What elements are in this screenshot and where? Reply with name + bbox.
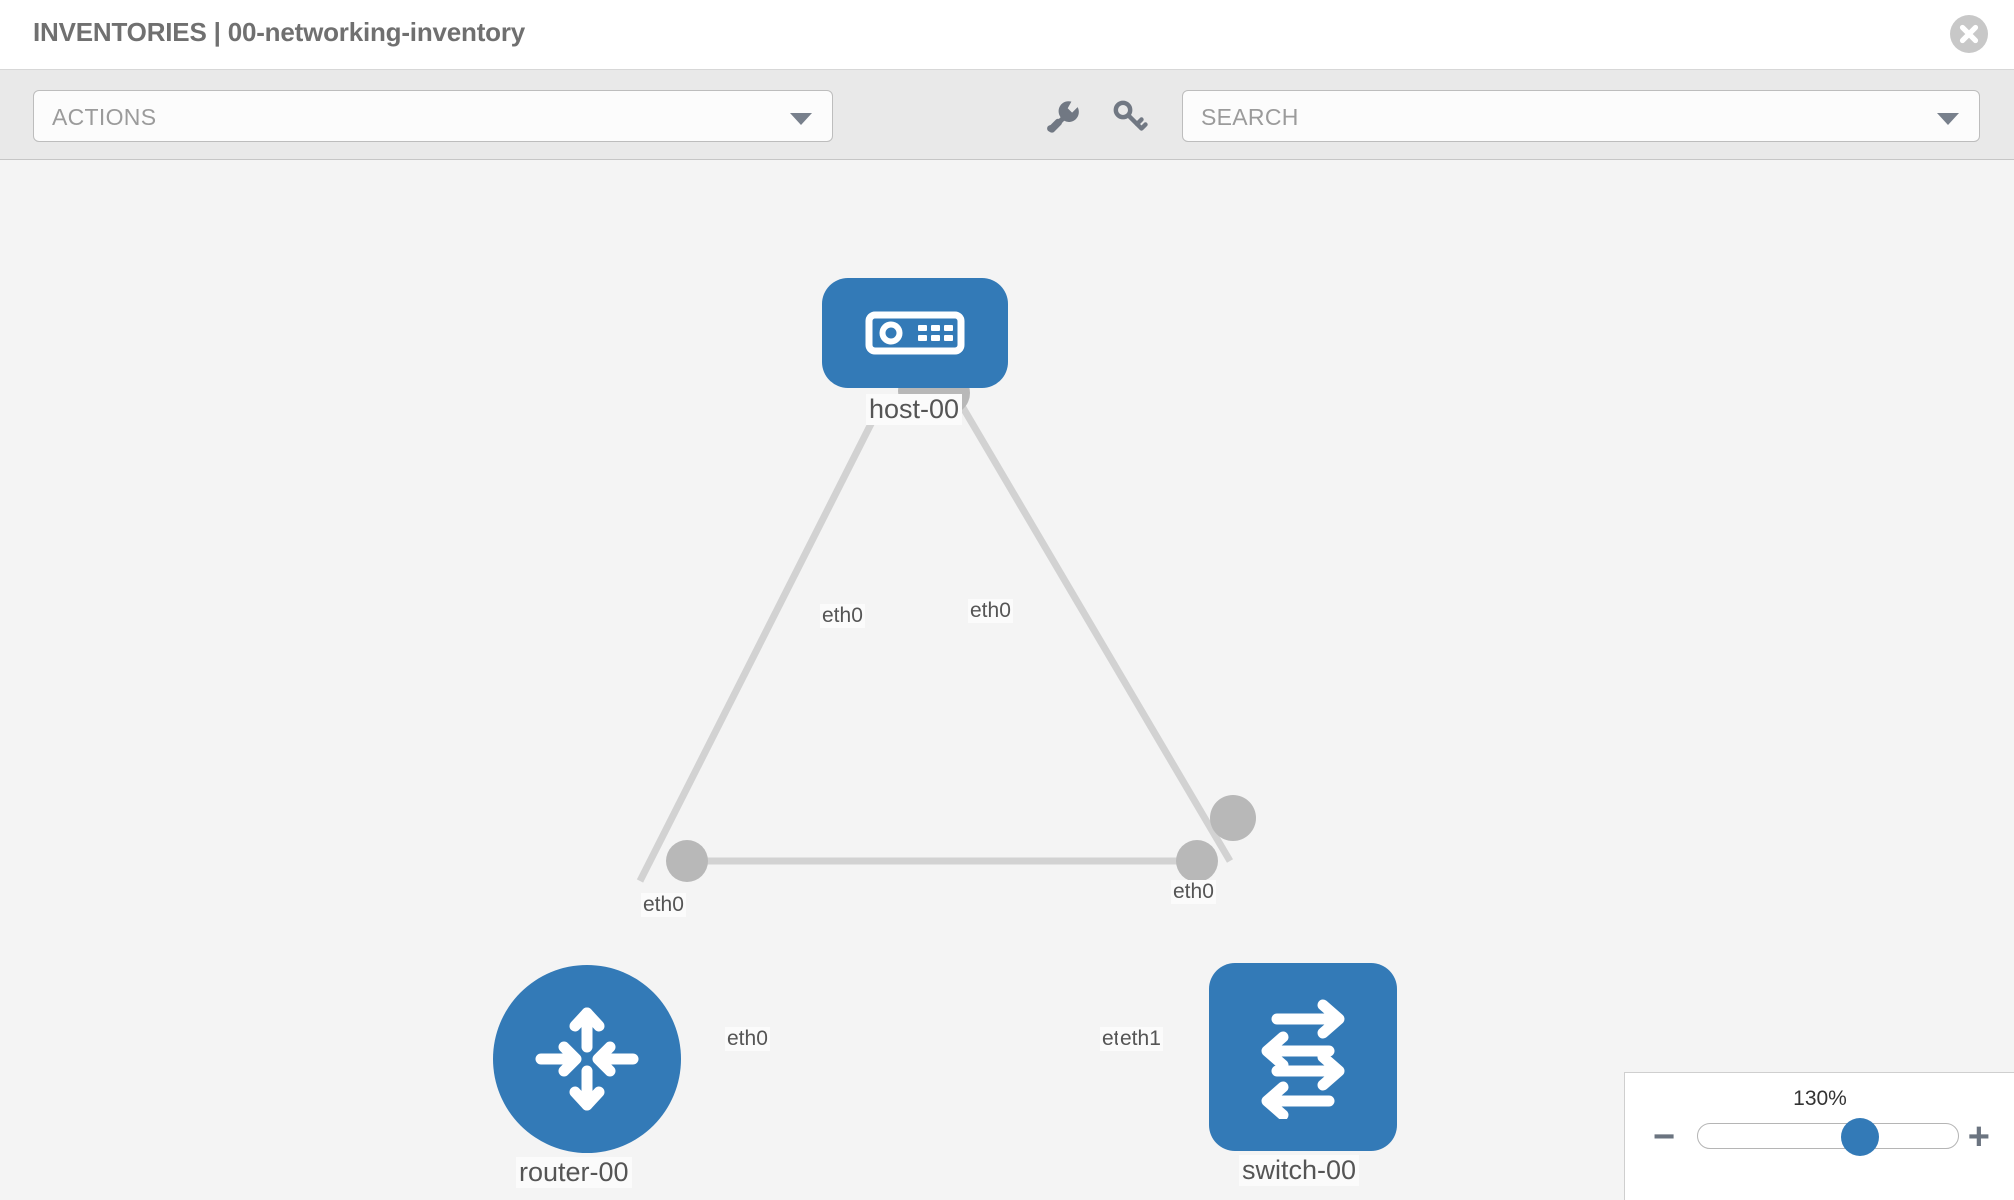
actions-dropdown-label: ACTIONS (52, 104, 157, 130)
edge-label-router-switch-router-side: eth0 (725, 1027, 770, 1051)
node-switch-00[interactable]: switch-00 (1209, 963, 1397, 1186)
zoom-out-button[interactable]: − (1653, 1116, 1676, 1158)
edge-label-router-switch-switch-side: eth1 (1118, 1027, 1163, 1051)
zoom-in-button[interactable]: + (1967, 1116, 1990, 1158)
edge-label-host-switch-host-side: eth0 (968, 599, 1013, 623)
node-router-00-label: router-00 (516, 1157, 632, 1188)
server-icon (865, 311, 965, 355)
zoom-slider-thumb[interactable] (1841, 1118, 1880, 1156)
close-button[interactable] (1950, 15, 1988, 53)
node-host-00-label: host-00 (866, 394, 963, 425)
settings-wrench-button[interactable] (1040, 94, 1084, 138)
wrench-icon (1047, 101, 1079, 133)
node-host-00-shape (822, 278, 1008, 388)
node-switch-00-label: switch-00 (1239, 1155, 1360, 1186)
chevron-down-icon (1937, 113, 1959, 125)
node-host-00[interactable]: host-00 (822, 278, 1008, 425)
topology-canvas[interactable]: host-00 router-00 (0, 161, 2014, 1200)
endpoint-router-east (666, 840, 708, 882)
node-router-00-shape (493, 965, 681, 1153)
edge-host-router (636, 404, 884, 883)
edge-endpoints (666, 369, 1256, 882)
search-placeholder: SEARCH (1201, 104, 1299, 130)
close-icon (1959, 24, 1979, 44)
edge-label-host-router-host-side: eth0 (820, 604, 865, 628)
endpoint-switch-north (1210, 795, 1256, 841)
page-title: INVENTORIES | 00-networking-inventory (33, 17, 526, 47)
switch-icon (1261, 999, 1345, 1119)
key-icon (1113, 100, 1148, 131)
chevron-down-icon (790, 113, 812, 125)
router-icon (535, 1007, 639, 1111)
zoom-control-panel: 130% − + (1624, 1072, 2014, 1200)
credentials-key-button[interactable] (1108, 94, 1152, 138)
edge-host-switch (958, 404, 1234, 863)
endpoint-switch-west (1176, 840, 1218, 882)
zoom-slider-track[interactable] (1697, 1118, 1959, 1156)
zoom-level-value: 130% (1793, 1087, 1847, 1110)
page-header: INVENTORIES | 00-networking-inventory (0, 0, 2014, 70)
toolbar: ACTIONS (0, 70, 2014, 160)
node-switch-00-shape (1209, 963, 1397, 1151)
actions-dropdown[interactable]: ACTIONS (33, 90, 833, 142)
edge-label-host-router-router-side: eth0 (641, 893, 686, 917)
node-router-00[interactable]: router-00 (493, 965, 681, 1188)
search-input[interactable]: SEARCH (1182, 90, 1980, 142)
edge-label-host-switch-switch-side: eth0 (1171, 880, 1216, 904)
